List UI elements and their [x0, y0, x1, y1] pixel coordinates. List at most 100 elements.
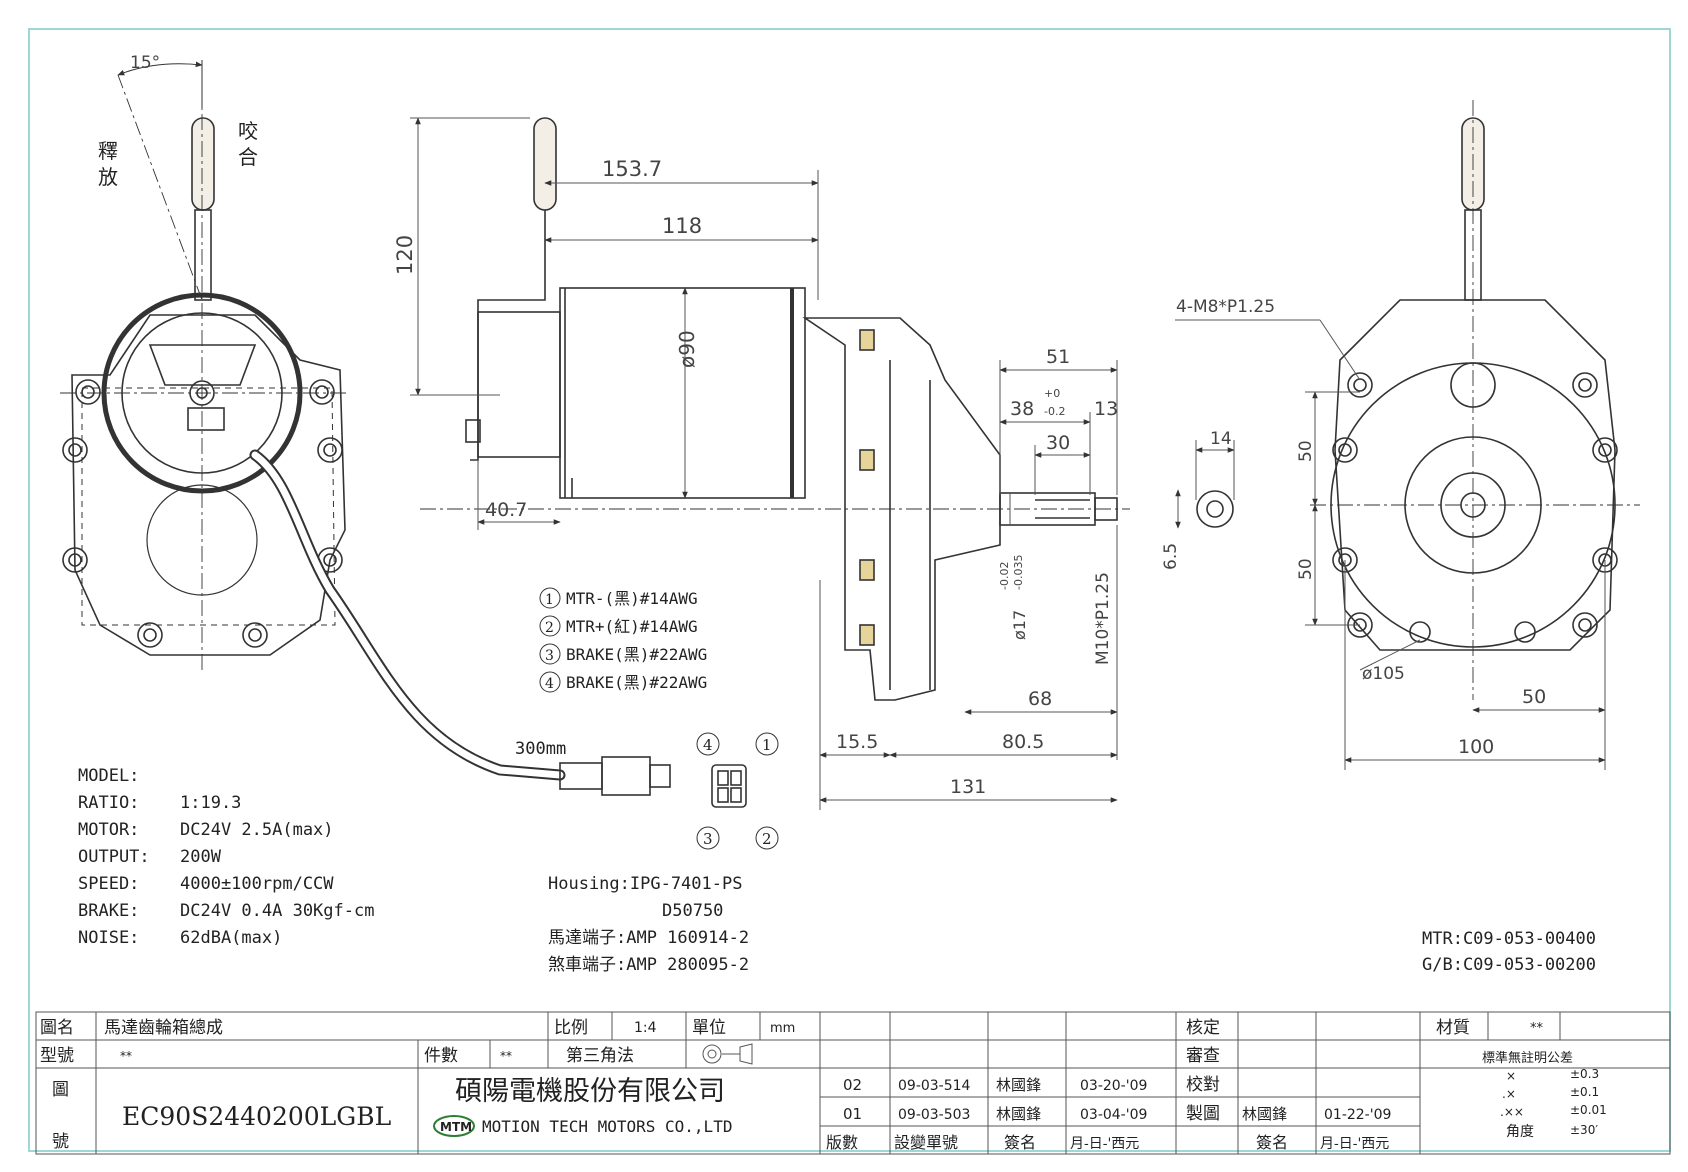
drawing-no-label-1: 圖: [52, 1080, 69, 1100]
gearbox-part-number: G/B:C09-053-00200: [1422, 955, 1596, 975]
title-name-label: 圖名: [40, 1018, 74, 1038]
qty-value: **: [500, 1049, 512, 1063]
svg-text:.×: .×: [1502, 1087, 1516, 1101]
spec-ratio-key: RATIO:: [78, 793, 139, 813]
spec-speed-key: SPEED:: [78, 874, 139, 894]
rev-row-2-rev: 01: [843, 1105, 862, 1123]
svg-text:×: ×: [1506, 1069, 1516, 1083]
spec-ratio-value: 1:19.3: [180, 793, 241, 813]
unit-label: 單位: [692, 1018, 726, 1038]
drawing-number: EC90S2440200LGBL: [122, 1102, 391, 1131]
dim-6-5: 6.5: [1161, 543, 1181, 570]
dim-38: 38: [1010, 398, 1034, 420]
wire-4-label: BRAKE(黑)#22AWG: [566, 673, 707, 692]
wire-4: 4 BRAKE(黑)#22AWG: [539, 671, 707, 693]
wire-4-num: 4: [545, 676, 554, 692]
spec-brake-value: DC24V 0.4A 30Kgf-cm: [180, 901, 374, 921]
spec-noise-key: NOISE:: [78, 928, 139, 948]
rev-row-1-rev: 02: [843, 1076, 862, 1094]
rev-row-1-date: 03-20-'09: [1080, 1078, 1147, 1094]
dim-50-upper: 50: [1296, 440, 1316, 462]
end-view: [1196, 100, 1640, 700]
dim-38-tol-down: -0.2: [1044, 405, 1065, 418]
dim-80-5: 80.5: [1002, 731, 1044, 753]
release-label-2: 放: [98, 165, 118, 189]
model-label: 型號: [40, 1046, 74, 1066]
drafter-name: 林國鋒: [1242, 1105, 1287, 1123]
spec-speed-value: 4000±100rpm/CCW: [180, 874, 334, 894]
pin-4: 4: [703, 736, 713, 754]
spec-motor-value: DC24V 2.5A(max): [180, 820, 334, 840]
check-label: 校對: [1186, 1075, 1220, 1095]
dim-90: ø90: [675, 330, 699, 368]
dim-50-lower: 50: [1296, 558, 1316, 580]
svg-text:.××: .××: [1500, 1105, 1524, 1119]
spec-brake-key: BRAKE:: [78, 901, 139, 921]
dim-153-7: 153.7: [602, 157, 662, 181]
part-numbers: MTR:C09-053-00400 G/B:C09-053-00200: [1422, 929, 1596, 975]
projection-label: 第三角法: [566, 1046, 634, 1066]
tolerance-title: 標準無註明公差: [1482, 1050, 1573, 1066]
engage-label-2: 合: [238, 145, 258, 169]
dim-68: 68: [1028, 688, 1052, 710]
title-block: 圖名 馬達齒輪箱總成 比例 1:4 單位 mm 型號 ** 件數 ** 第三角法…: [35, 1011, 1671, 1155]
svg-text:±30′: ±30′: [1570, 1123, 1598, 1137]
pin-1: 1: [762, 736, 772, 754]
material-value: **: [1530, 1021, 1544, 1036]
svg-text:±0.3: ±0.3: [1570, 1067, 1599, 1081]
dim-13: 13: [1094, 398, 1118, 420]
spec-model-key: MODEL:: [78, 766, 139, 786]
spec-noise-value: 62dBA(max): [180, 928, 282, 948]
mtr-part-number: MTR:C09-053-00400: [1422, 929, 1596, 949]
shaft-tolerance-down: -0.035: [1012, 555, 1025, 590]
rev-header-signer: 簽名: [1004, 1133, 1036, 1152]
svg-text:±0.01: ±0.01: [1570, 1103, 1607, 1117]
scale-label: 比例: [554, 1018, 588, 1038]
wire-2-label: MTR+(紅)#14AWG: [566, 617, 698, 636]
pin-2: 2: [762, 830, 772, 848]
drawing-no-label-2: 號: [52, 1132, 69, 1152]
dim-38-tol-up: +0: [1044, 387, 1060, 400]
wire-2-num: 2: [545, 620, 554, 636]
housing-line-4: 煞車端子:AMP 280095-2: [548, 955, 749, 975]
housing-line-1: Housing:IPG-7401-PS: [548, 874, 742, 894]
dim-40-7: 40.7: [485, 499, 527, 521]
svg-text:角度: 角度: [1506, 1124, 1534, 1140]
wire-3-label: BRAKE(黑)#22AWG: [566, 645, 707, 664]
dim-51: 51: [1046, 346, 1070, 368]
dimension-labels: 15° 釋 放 咬 合 153.7 118 120 ø90 40.7 51 38…: [98, 53, 1546, 798]
wire-1: 1 MTR-(黑)#14AWG: [539, 587, 698, 609]
tolerance-table: × ±0.3 .× ±0.1 .×× ±0.01 角度 ±30′: [1500, 1067, 1607, 1140]
qty-label: 件數: [424, 1046, 458, 1066]
shaft-tolerance-up: -0.02: [998, 562, 1011, 590]
wire-legend: 1 MTR-(黑)#14AWG 2 MTR+(紅)#14AWG 3 BRAKE(…: [539, 587, 707, 693]
wire-1-label: MTR-(黑)#14AWG: [566, 589, 698, 608]
wire-3-num: 3: [545, 648, 554, 664]
unit-value: mm: [770, 1021, 795, 1036]
wire-3: 3 BRAKE(黑)#22AWG: [539, 643, 707, 665]
svg-text:±0.1: ±0.1: [1570, 1085, 1599, 1099]
rev-header-rev: 版數: [826, 1133, 858, 1152]
approve-label: 核定: [1186, 1018, 1220, 1038]
rev-header-date: 月-日-'西元: [1070, 1136, 1139, 1152]
rev-row-1-ecn: 09-03-514: [898, 1078, 971, 1094]
housing-line-2: D50750: [662, 901, 723, 921]
front-view: [60, 60, 747, 808]
release-label-1: 釋: [98, 139, 118, 163]
rev-row-1-signer: 林國鋒: [996, 1076, 1041, 1094]
dim-105: ø105: [1362, 664, 1405, 684]
specifications: MODEL: RATIO: 1:19.3 MOTOR: DC24V 2.5A(m…: [78, 766, 374, 948]
company-name-en: MOTION TECH MOTORS CO.,LTD: [482, 1117, 732, 1136]
company-name-cn: 碩陽電機股份有限公司: [455, 1076, 725, 1107]
title-name-value: 馬達齒輪箱總成: [104, 1018, 223, 1038]
wire-2: 2 MTR+(紅)#14AWG: [539, 615, 698, 637]
company-logo: MTM: [433, 1115, 475, 1137]
projection-symbol: [702, 1043, 753, 1065]
svg-text:MTM: MTM: [440, 1120, 472, 1134]
shaft-thread: M10*P1.25: [1093, 572, 1113, 665]
material-label: 材質: [1436, 1018, 1470, 1038]
model-value: **: [120, 1049, 132, 1063]
scale-value: 1:4: [634, 1020, 657, 1036]
housing-info: Housing:IPG-7401-PS D50750 馬達端子:AMP 1609…: [548, 874, 749, 975]
